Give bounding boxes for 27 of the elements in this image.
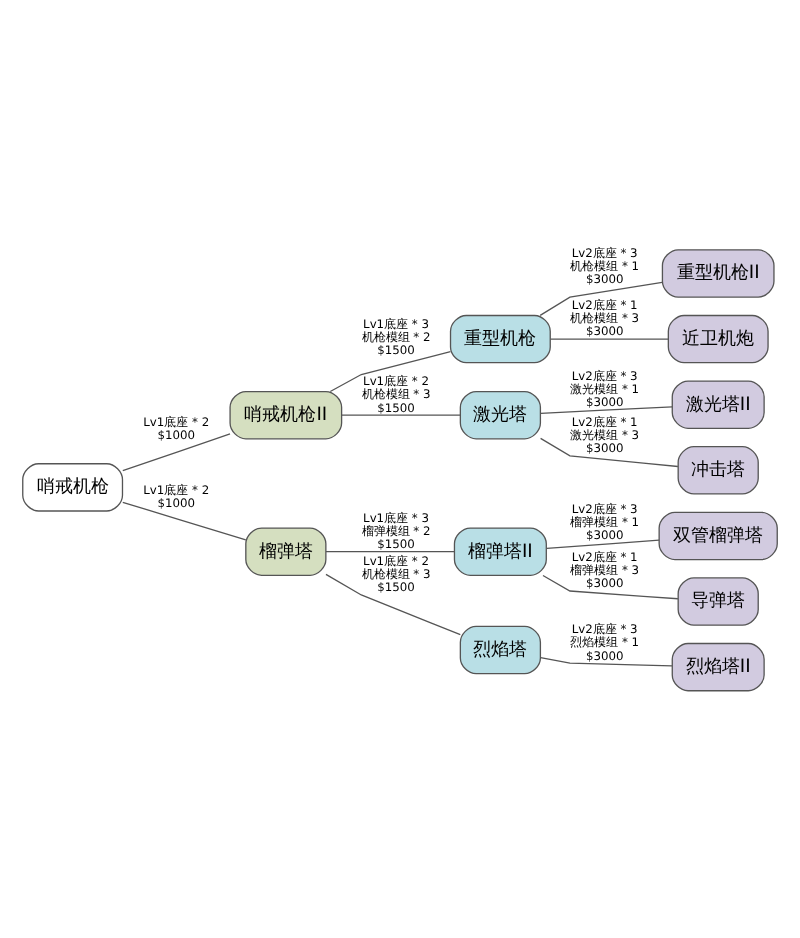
connector [546,539,660,549]
connector [329,350,452,393]
node-box: 冲击塔 [677,446,759,495]
node-box: 烈焰塔 [459,625,542,675]
node-box: 哨戒机枪 [22,463,124,512]
node-box: 烈焰塔II [671,642,765,692]
connector [549,338,669,340]
node-box: 激光塔 [459,390,542,440]
node-box: 榴弹塔II [453,527,547,576]
node-box: 重型机枪II [661,249,775,298]
connector [341,414,461,416]
node-box: 重型机枪 [449,314,551,364]
node-box: 激光塔II [671,380,765,429]
connector [539,437,679,468]
connector [539,281,663,317]
connector [122,501,247,541]
connector [540,406,673,414]
connector [122,433,231,472]
node-box: 近卫机炮 [667,314,769,364]
node-box: 导弹塔 [677,577,759,626]
connector [542,574,679,600]
node-box: 哨戒机枪II [229,390,343,440]
node-box: 榴弹塔 [245,527,327,576]
connector [539,656,673,667]
node-box: 双管榴弹塔 [658,511,778,561]
connector [325,573,461,636]
connector [325,551,455,553]
